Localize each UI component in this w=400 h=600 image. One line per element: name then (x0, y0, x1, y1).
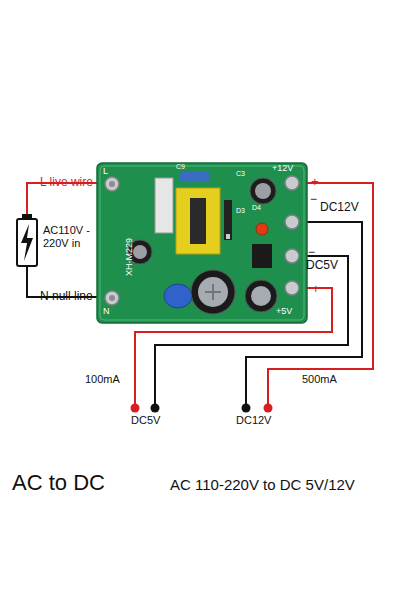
title: AC to DC (12, 470, 105, 495)
y-capacitor (164, 284, 192, 308)
wire-label: L live wire (40, 176, 93, 190)
lightning-bolt (21, 224, 33, 261)
capacitor (250, 178, 276, 204)
pin-terminal (285, 176, 299, 190)
capacitor-top (198, 277, 228, 307)
transformer-core (190, 198, 206, 244)
silkscreen-text: L (103, 166, 108, 176)
current-label: 500mA (302, 373, 337, 386)
silkscreen-text: D3 (236, 207, 245, 215)
pin-terminal (285, 249, 299, 263)
transformer (176, 188, 220, 254)
pin-hole (109, 295, 115, 301)
output-label: DC12V (236, 414, 271, 427)
pin-terminal (285, 281, 299, 295)
terminal-dot (131, 404, 140, 413)
output-label: DC12V (320, 201, 359, 215)
pin-hole (109, 181, 115, 187)
led (256, 223, 268, 235)
silkscreen-text: C9 (176, 163, 185, 171)
film-capacitor (180, 172, 210, 182)
diode-band (226, 234, 230, 239)
pcb-edge (100, 166, 304, 320)
pin-terminal (105, 177, 119, 191)
pin-terminal (105, 291, 119, 305)
silkscreen-text: XH-M229 (124, 238, 134, 276)
silkscreen-text: C3 (236, 170, 245, 178)
polarity-sign: − (308, 246, 315, 260)
silkscreen-text: D4 (252, 204, 261, 212)
terminal-dot (151, 404, 160, 413)
regulator (252, 244, 272, 268)
polarity-sign: + (311, 175, 319, 190)
pcb-board (97, 163, 307, 323)
capacitor (245, 280, 277, 312)
pin-terminal (285, 215, 299, 229)
caption: AC 110-220V to DC 5V/12V (170, 476, 355, 493)
capacitor-top (133, 245, 147, 259)
capacitor-vent (205, 284, 221, 300)
input-label: AC110V - 220V in (43, 224, 97, 249)
polarity-sign: − (310, 193, 317, 207)
terminal-dot (264, 404, 273, 413)
ic-chip (155, 178, 173, 233)
wire-label: N null line (40, 290, 93, 304)
output-label: DC5V (131, 414, 160, 427)
capacitor-top (255, 183, 271, 199)
silkscreen-text: +5V (276, 306, 292, 316)
diode (224, 200, 232, 240)
terminal-dot (242, 404, 251, 413)
silkscreen-text: N (103, 306, 110, 316)
current-label: 100mA (85, 373, 120, 386)
capacitor-top (251, 286, 271, 306)
main-capacitor (191, 270, 235, 314)
polarity-sign: + (312, 282, 320, 297)
output-label: DC5V (306, 259, 338, 273)
silkscreen-text: +12V (272, 163, 293, 173)
battery-symbol (17, 219, 37, 266)
